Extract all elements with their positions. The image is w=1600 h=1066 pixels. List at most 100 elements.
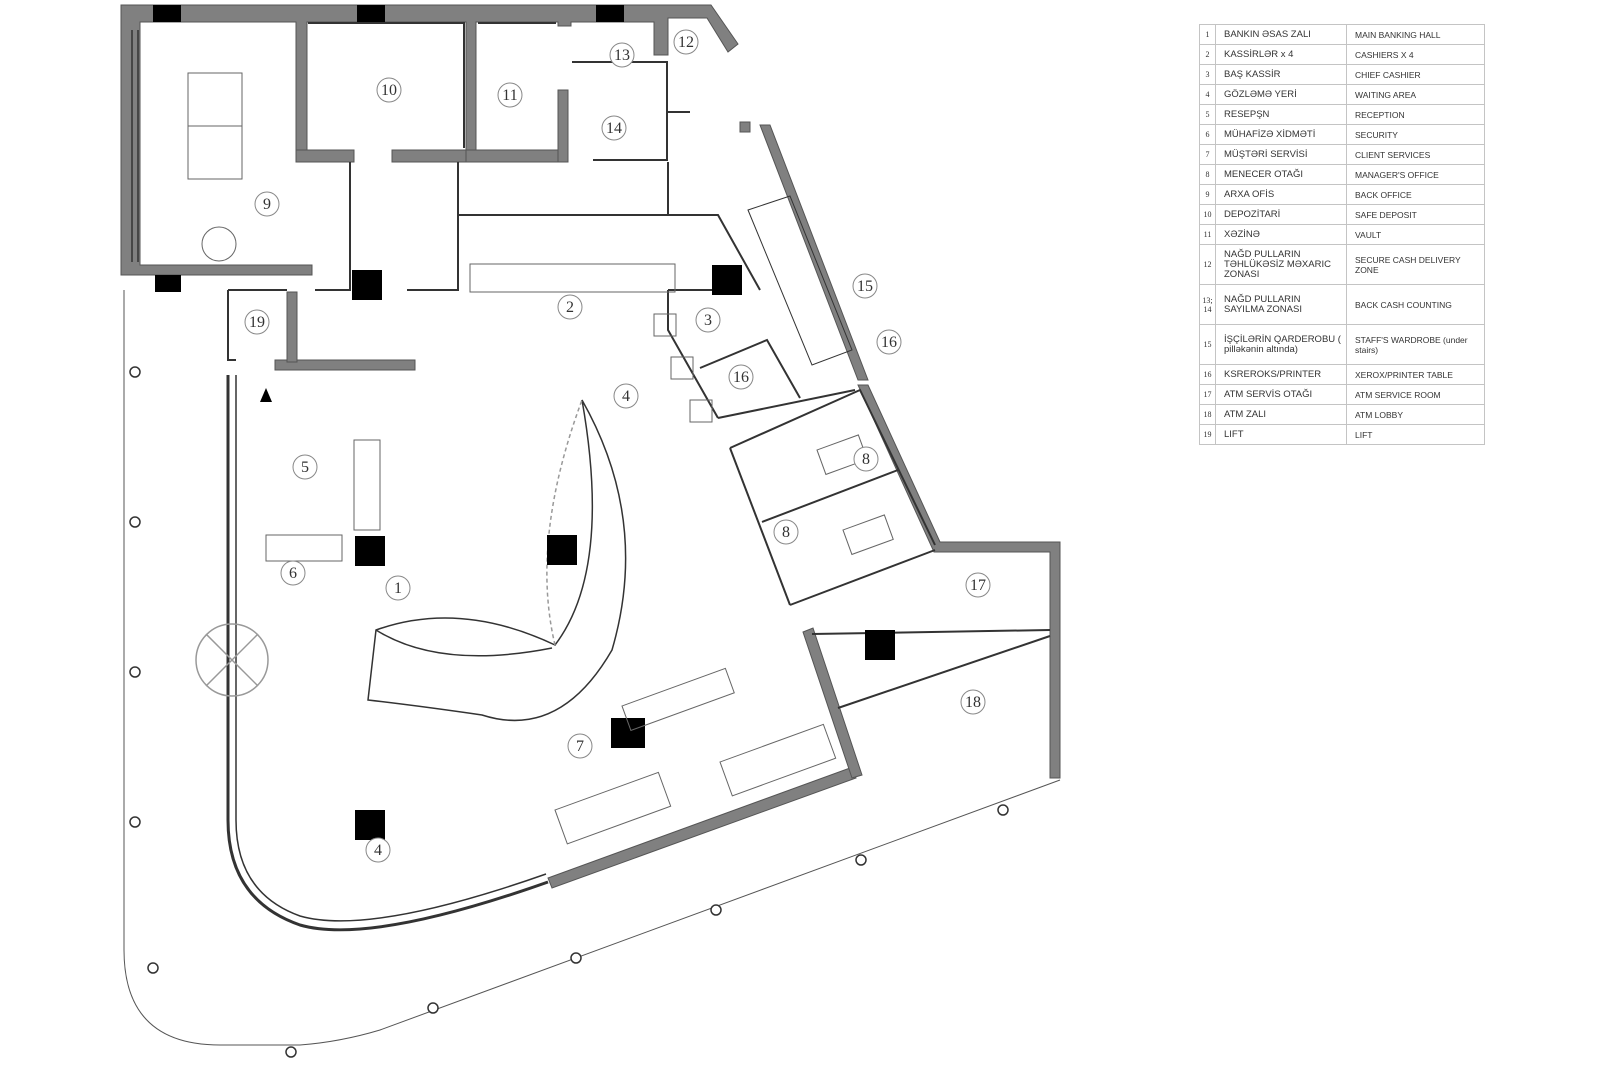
legend-name-en: SECURE CASH DELIVERY ZONE xyxy=(1346,244,1485,285)
room-label-15: 15 xyxy=(857,278,873,295)
legend-number: 1 xyxy=(1199,24,1216,45)
room-label-circle xyxy=(557,294,583,320)
legend-number: 18 xyxy=(1199,404,1216,425)
sidewalk-boundary xyxy=(123,290,1061,1046)
legend-number: 8 xyxy=(1199,164,1216,185)
room-label-circle xyxy=(695,307,721,333)
legend-name-az: ATM ZALI xyxy=(1215,404,1347,425)
legend-name-en: MANAGER'S OFFICE xyxy=(1346,164,1485,185)
legend-number: 2 xyxy=(1199,44,1216,65)
room-label-1: 1 xyxy=(394,580,402,597)
room-label-10: 10 xyxy=(381,82,397,99)
legend-name-az: MÜŞTƏRİ SERVİSİ xyxy=(1215,144,1347,165)
legend-number: 4 xyxy=(1199,84,1216,105)
legend-number: 16 xyxy=(1199,364,1216,385)
legend-name-en: BACK CASH COUNTING xyxy=(1346,284,1485,325)
room-label-8: 8 xyxy=(782,524,790,541)
legend-name-en: VAULT xyxy=(1346,224,1485,245)
room-label-17: 17 xyxy=(970,577,986,594)
room-label-16: 16 xyxy=(733,369,749,386)
revolving-door xyxy=(195,623,269,697)
thick-walls xyxy=(120,4,1061,889)
legend-name-az: BANKIN ƏSAS ZALI xyxy=(1215,24,1347,45)
legend-name-az: ATM SERVİS OTAĞI xyxy=(1215,384,1347,405)
room-label-5: 5 xyxy=(301,459,309,476)
thin-walls xyxy=(227,22,1051,709)
room-label-circle xyxy=(376,77,402,103)
room-label-circle xyxy=(965,572,991,598)
legend-name-az: MENECER OTAĞI xyxy=(1215,164,1347,185)
legend-number: 19 xyxy=(1199,424,1216,445)
legend-name-en: CASHIERS X 4 xyxy=(1346,44,1485,65)
legend-name-az: KASSİRLƏR x 4 xyxy=(1215,44,1347,65)
spiral-staircase xyxy=(367,399,627,722)
room-label-circle xyxy=(960,689,986,715)
room-label-circle xyxy=(567,733,593,759)
room-label-circle xyxy=(876,329,902,355)
legend-number: 15 xyxy=(1199,324,1216,365)
room-label-circle xyxy=(244,309,270,335)
room-label-4: 4 xyxy=(622,388,630,405)
room-label-circle xyxy=(497,82,523,108)
legend-name-az: GÖZLƏMƏ YERİ xyxy=(1215,84,1347,105)
room-label-18: 18 xyxy=(965,694,981,711)
room-label-13: 13 xyxy=(614,47,630,64)
room-label-6: 6 xyxy=(289,565,297,582)
legend-name-az: XƏZİNƏ xyxy=(1215,224,1347,245)
legend-name-az: BAŞ KASSİR xyxy=(1215,64,1347,85)
room-label-14: 14 xyxy=(606,120,622,137)
room-label-circle xyxy=(613,383,639,409)
legend-name-en: CLIENT SERVICES xyxy=(1346,144,1485,165)
room-label-circle xyxy=(601,115,627,141)
legend-number: 13; 14 xyxy=(1199,284,1216,325)
room-label-circle xyxy=(365,837,391,863)
stair-flight xyxy=(747,195,853,366)
legend-name-az: ARXA OFİS xyxy=(1215,184,1347,205)
legend-name-en: XEROX/PRINTER TABLE xyxy=(1346,364,1485,385)
entrance-arrow-icon xyxy=(260,388,272,402)
legend-number: 6 xyxy=(1199,124,1216,145)
legend-number: 3 xyxy=(1199,64,1216,85)
legend-name-az: LIFT xyxy=(1215,424,1347,445)
legend-number: 9 xyxy=(1199,184,1216,205)
room-label-circle xyxy=(728,364,754,390)
legend-name-az: NAĞD PULLARIN SAYILMA ZONASI xyxy=(1215,284,1347,325)
legend-number: 7 xyxy=(1199,144,1216,165)
room-label-circle xyxy=(254,191,280,217)
room-label-11: 11 xyxy=(502,87,517,104)
legend-number: 10 xyxy=(1199,204,1216,225)
room-label-3: 3 xyxy=(704,312,712,329)
room-label-circle xyxy=(292,454,318,480)
room-label-2: 2 xyxy=(566,299,574,316)
legend-number: 11 xyxy=(1199,224,1216,245)
legend-name-en: WAITING AREA xyxy=(1346,84,1485,105)
legend-name-az: DEPOZİTARİ xyxy=(1215,204,1347,225)
furniture xyxy=(187,72,894,845)
legend-name-en: RECEPTION xyxy=(1346,104,1485,125)
room-label-circle xyxy=(673,29,699,55)
legend-name-en: ATM LOBBY xyxy=(1346,404,1485,425)
bollards xyxy=(129,366,1009,1058)
room-label-circle xyxy=(853,446,879,472)
columns xyxy=(153,5,895,840)
legend-name-az: İŞÇİLƏRİN QARDEROBU ( pilləkənin altında… xyxy=(1215,324,1347,365)
room-label-9: 9 xyxy=(263,196,271,213)
legend-name-en: MAIN BANKING HALL xyxy=(1346,24,1485,45)
room-label-8: 8 xyxy=(862,451,870,468)
legend-name-en: SECURITY xyxy=(1346,124,1485,145)
legend-name-en: ATM SERVICE ROOM xyxy=(1346,384,1485,405)
